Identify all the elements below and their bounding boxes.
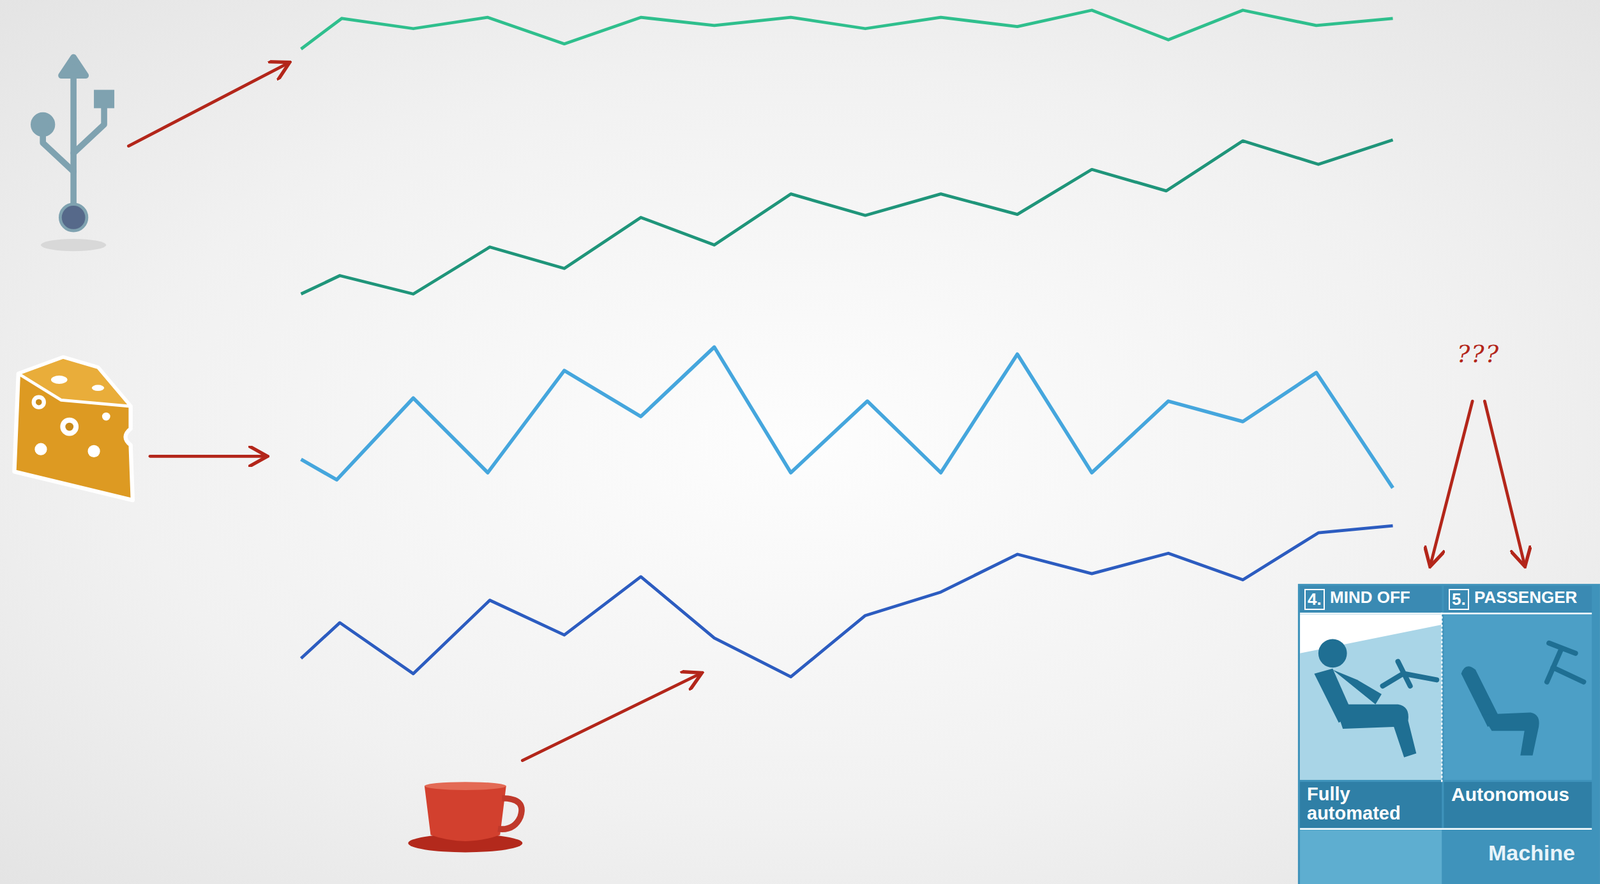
wave-line — [301, 525, 1394, 677]
cheese-icon — [14, 356, 133, 500]
wave-line — [301, 346, 1394, 488]
question-note: ??? — [1456, 339, 1500, 368]
level-description: Autonomous — [1451, 784, 1586, 805]
level-number: 5. — [1448, 588, 1470, 610]
wave-line — [301, 10, 1394, 50]
cup-icon — [407, 781, 523, 852]
wave-line — [301, 139, 1394, 294]
level-description: Fully automated — [1306, 784, 1416, 823]
automation-cell: 4.MIND OFF Fully automated — [1299, 584, 1442, 828]
row-label: Machine — [1488, 841, 1576, 865]
level-title: MIND OFF — [1329, 588, 1411, 606]
seat-pictogram — [1313, 638, 1437, 757]
seat-pictogram — [1461, 642, 1585, 756]
usb-icon — [33, 56, 115, 251]
level-title: PASSENGER — [1474, 588, 1578, 606]
level-number: 4. — [1304, 588, 1325, 610]
automation-panel — [1298, 583, 1600, 884]
automation-cell: 5.PASSENGER Autonomous — [1443, 584, 1592, 828]
automation-cell: Machine — [1443, 830, 1592, 884]
